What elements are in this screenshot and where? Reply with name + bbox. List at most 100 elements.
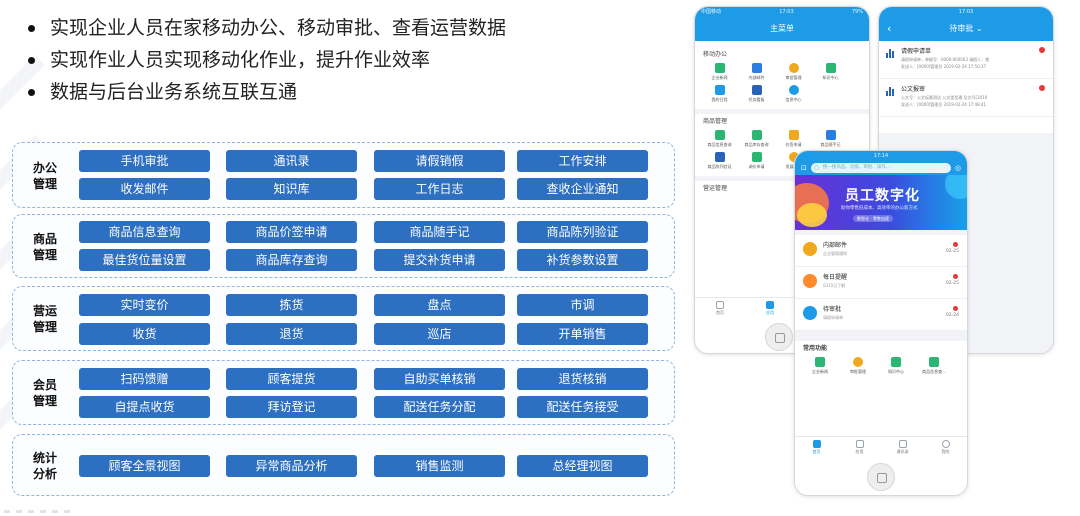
nav-contacts[interactable]: 通讯录 [881, 437, 924, 460]
app-schedule[interactable]: 我的日程 [701, 85, 738, 103]
app-approval[interactable]: 审批管理 [775, 63, 812, 81]
search-icon: ○ [813, 164, 820, 171]
btn-mail[interactable]: 收发邮件 [79, 178, 210, 200]
app-price-adjust[interactable]: 调价申请 [738, 152, 775, 170]
btn-replenish-params[interactable]: 补货参数设置 [517, 249, 648, 271]
message-date: 02-25 [945, 249, 959, 254]
btn-stock-query[interactable]: 商品库存查询 [226, 249, 357, 271]
btn-knowledge-base[interactable]: 知识库 [226, 178, 357, 200]
approval-item[interactable]: 请假申请单 请假申请单，单据号：0000-000003 请假人：曾 发送人：[0… [879, 41, 1053, 79]
app-approval[interactable]: 审批管理 [839, 357, 877, 375]
group-title-line: 办公 [32, 161, 57, 175]
contacts-icon [898, 440, 907, 448]
btn-return-goods[interactable]: 退货 [226, 323, 357, 345]
app-stock[interactable]: 商品库存查询 [738, 130, 775, 148]
user-icon [941, 440, 950, 448]
btn-goods-note[interactable]: 商品随手记 [374, 221, 505, 243]
btn-visit-register[interactable]: 拜访登记 [226, 396, 357, 418]
scan-icon[interactable]: ⊡ [801, 164, 807, 172]
search-input[interactable]: ○ 搜一搜商品、功能、审批、操作... [810, 163, 951, 173]
app-news[interactable]: 企业新闻 [701, 63, 738, 81]
stock-icon [751, 130, 762, 140]
btn-mobile-approval[interactable]: 手机审批 [79, 150, 210, 172]
message-sub: 企业管理通知 [823, 251, 847, 256]
btn-abnormal-goods[interactable]: 异常商品分析 [226, 455, 357, 477]
app-label: 企业新闻 [812, 369, 828, 374]
btn-replenish-request[interactable]: 提交补货申请 [374, 249, 505, 271]
approval-item[interactable]: 公文报审 公文号：公文标题测试 公文类型通 及文号[2019 发送人：[0000… [879, 79, 1053, 117]
app-goods-info[interactable]: 商品信息查... [915, 357, 953, 375]
nav-home[interactable]: 首页 [795, 437, 838, 460]
btn-work-log[interactable]: 工作日志 [374, 178, 505, 200]
divider [795, 230, 967, 235]
banner-button[interactable]: 数智化 · 零售加速 [853, 215, 893, 222]
app-price-tag[interactable]: 价签申请 [775, 130, 812, 148]
app-info-center[interactable]: 信息中心 [775, 85, 812, 103]
btn-delivery-assign[interactable]: 配送任务分配 [374, 396, 505, 418]
camera-icon[interactable]: ◎ [954, 164, 961, 172]
btn-gm-view[interactable]: 总经理视图 [517, 455, 648, 477]
btn-company-notice[interactable]: 查收企业通知 [517, 178, 648, 200]
nav-me[interactable]: 我的 [924, 437, 967, 460]
group-title: 办公 管理 [13, 160, 77, 192]
btn-display-verify[interactable]: 商品陈列验证 [517, 221, 648, 243]
btn-customer-view[interactable]: 顾客全景视图 [79, 455, 210, 477]
nav-label: 应用 [855, 449, 864, 454]
app-display[interactable]: 商品陈列验证 [701, 152, 738, 170]
btn-contacts[interactable]: 通讯录 [226, 150, 357, 172]
btn-slot-setting[interactable]: 最佳货位量设置 [79, 249, 210, 271]
app-goods-info[interactable]: 商品信息查询 [701, 130, 738, 148]
btn-delivery-accept[interactable]: 配送任务接受 [517, 396, 648, 418]
btn-inventory-count[interactable]: 盘点 [374, 294, 505, 316]
group-title-line: 管理 [32, 177, 57, 191]
app-mail[interactable]: 内部邮件 [738, 63, 775, 81]
message-item[interactable]: 待审批 请假申请单 02-24 [795, 299, 967, 331]
app-task-board[interactable]: 任务看板 [738, 85, 775, 103]
status-time: 17:14 [873, 153, 889, 159]
promo-banner[interactable]: 员工数字化 助你零售低成本、高效率的办公新方式 数智化 · 零售加速 [795, 175, 967, 230]
btn-self-checkout-verify[interactable]: 自助买单核销 [374, 368, 505, 390]
nav-label: 首页 [812, 449, 821, 454]
app-replenish[interactable]: 发展补货 [775, 152, 812, 170]
btn-leave[interactable]: 请假销假 [374, 150, 505, 172]
nav-home[interactable]: 首页 [695, 298, 745, 321]
chart-icon [886, 49, 896, 58]
app-goods-note[interactable]: 商品随手记 [812, 130, 849, 148]
btn-picking[interactable]: 拣货 [226, 294, 357, 316]
btn-pickup-point-receiving[interactable]: 自提点收货 [79, 396, 210, 418]
btn-price-tag[interactable]: 商品价签申请 [226, 221, 357, 243]
btn-customer-pickup[interactable]: 顾客提货 [226, 368, 357, 390]
app-knowledge[interactable]: 知识中心 [877, 357, 915, 375]
back-icon[interactable]: ‹ [887, 22, 892, 35]
message-item[interactable]: 内部邮件 企业管理通知 02-25 [795, 235, 967, 267]
btn-work-schedule[interactable]: 工作安排 [517, 150, 648, 172]
chevron-down-icon[interactable]: ⌄ [975, 24, 983, 33]
home-button[interactable] [867, 463, 895, 491]
btn-order-sales[interactable]: 开单销售 [517, 323, 648, 345]
message-sub: 请假申请单 [823, 315, 843, 320]
nav-apps[interactable]: 应用 [838, 437, 881, 460]
nav-apps[interactable]: 应用 [745, 298, 795, 321]
btn-realtime-price[interactable]: 实时变价 [79, 294, 210, 316]
btn-receiving[interactable]: 收货 [79, 323, 210, 345]
btn-return-verify[interactable]: 退货核销 [517, 368, 648, 390]
app-news[interactable]: 企业新闻 [801, 357, 839, 375]
board-icon [751, 85, 762, 95]
divider [695, 109, 869, 114]
btn-market-survey[interactable]: 市调 [517, 294, 648, 316]
btn-sales-monitor[interactable]: 销售监测 [374, 455, 505, 477]
app-label: 价签申请 [785, 142, 802, 147]
app-label: 任务看板 [748, 97, 765, 102]
section-office: 移动办公 [703, 51, 728, 58]
home-button[interactable] [765, 323, 793, 351]
approval-detail: 请假申请单，单据号：0000-000003 请假人：曾 [901, 57, 990, 62]
approval-sender: 发送人：[0000]管理员 2019-02-24 17:48:41 [901, 102, 987, 107]
app-label: 知识中心 [822, 75, 839, 80]
banner-subtitle: 助你零售低成本、高效率的办公新方式 [841, 206, 918, 211]
message-item[interactable]: 每日提醒 0315日了解 02-25 [795, 267, 967, 299]
app-knowledge[interactable]: 知识中心 [812, 63, 849, 81]
btn-scan-gift[interactable]: 扫码馈赠 [79, 368, 210, 390]
btn-goods-info[interactable]: 商品信息查询 [79, 221, 210, 243]
app-label: 商品陈列验证 [707, 164, 732, 169]
btn-store-patrol[interactable]: 巡店 [374, 323, 505, 345]
